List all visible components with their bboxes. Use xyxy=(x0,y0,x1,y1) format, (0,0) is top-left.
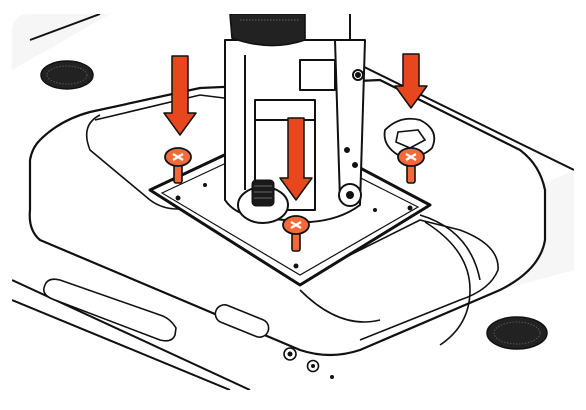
recess-right xyxy=(299,214,499,341)
hinge-knob xyxy=(338,183,362,207)
down-arrow-icon xyxy=(279,117,313,201)
status-button xyxy=(306,359,320,373)
power-button xyxy=(283,347,297,361)
down-arrow-icon xyxy=(163,55,197,136)
assembly-illustration xyxy=(12,14,574,390)
top-cap xyxy=(229,14,306,47)
down-arrow-icon xyxy=(394,53,428,109)
indicator-led xyxy=(330,375,334,379)
screw-icon xyxy=(282,215,310,252)
cable xyxy=(424,221,471,346)
speaker-grille-icon xyxy=(486,316,548,350)
center-knob xyxy=(237,179,289,224)
speaker-grille-icon xyxy=(40,60,94,90)
cable-port xyxy=(383,117,436,158)
screw-icon xyxy=(164,147,192,184)
left-handle xyxy=(42,278,177,342)
diagram-card xyxy=(12,14,574,390)
screw-icon xyxy=(397,147,425,184)
front-slot xyxy=(214,304,270,338)
